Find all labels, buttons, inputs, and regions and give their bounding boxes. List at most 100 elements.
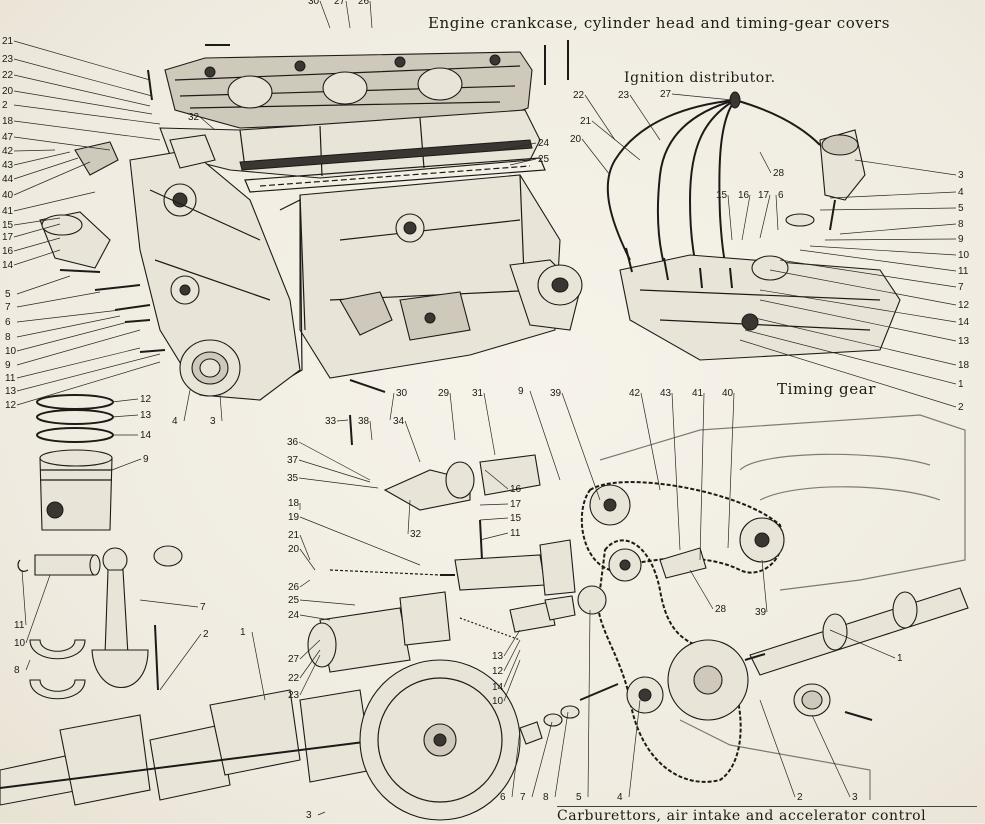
callout-leader bbox=[839, 223, 957, 235]
bush-and-bolt bbox=[793, 683, 873, 721]
callout-number: 7 bbox=[200, 602, 206, 613]
callout-leader bbox=[483, 392, 496, 456]
callout-leader bbox=[479, 532, 509, 541]
callout-number: 28 bbox=[715, 604, 727, 615]
callout-leader bbox=[345, 0, 351, 29]
callout-number: 7 bbox=[958, 282, 964, 293]
callout-leader bbox=[336, 419, 349, 422]
engine-ghost-outline bbox=[599, 414, 966, 800]
callout-number: 14 bbox=[958, 317, 970, 328]
callout-leader bbox=[13, 120, 161, 141]
callout-number: 6 bbox=[778, 190, 784, 201]
callout-leader bbox=[369, 0, 373, 29]
callout-leader bbox=[111, 398, 139, 403]
callout-leader bbox=[13, 217, 61, 226]
callout-leader bbox=[13, 157, 79, 180]
callout-leader bbox=[199, 116, 216, 131]
callout-number: 9 bbox=[958, 234, 964, 245]
callout-leader bbox=[739, 339, 957, 408]
callout-number: 21 bbox=[288, 530, 300, 541]
ignition-cables bbox=[606, 91, 821, 279]
callout-leader bbox=[509, 158, 537, 166]
callout-leader bbox=[404, 420, 421, 463]
callout-number: 14 bbox=[140, 430, 152, 441]
callout-number: 24 bbox=[538, 138, 550, 149]
callout-leader bbox=[16, 275, 71, 295]
callout-number: 22 bbox=[288, 673, 300, 684]
callout-number: 2 bbox=[797, 792, 803, 803]
callout-leader bbox=[529, 390, 561, 481]
sprocket-fixings bbox=[519, 547, 707, 745]
cylinder-head-with-plugs bbox=[619, 247, 901, 361]
callout-leader bbox=[829, 191, 957, 199]
callout-leader bbox=[741, 194, 751, 241]
callout-number: 27 bbox=[334, 0, 346, 7]
callout-number: 20 bbox=[2, 86, 14, 97]
callout-number: 2 bbox=[203, 629, 209, 640]
callout-leader bbox=[503, 629, 521, 657]
callout-number: 42 bbox=[629, 388, 641, 399]
callout-leader bbox=[824, 238, 957, 241]
callout-leader bbox=[13, 58, 153, 97]
callout-leader bbox=[819, 207, 957, 211]
callout-leader bbox=[744, 329, 957, 385]
callout-number: 20 bbox=[570, 134, 582, 145]
callout-number: 16 bbox=[510, 484, 522, 495]
callout-leader bbox=[511, 729, 521, 798]
callout-number: 42 bbox=[2, 146, 14, 157]
crankcase-block bbox=[279, 174, 561, 381]
callout-leader bbox=[298, 441, 371, 481]
callout-leader bbox=[769, 269, 957, 306]
studs-and-bolts bbox=[59, 40, 569, 446]
callout-leader bbox=[503, 649, 521, 688]
callout-number: 1 bbox=[958, 379, 964, 390]
callout-number: 21 bbox=[580, 116, 592, 127]
callout-leader bbox=[809, 245, 957, 256]
callout-leader bbox=[299, 654, 321, 696]
callout-leader bbox=[16, 315, 121, 338]
connecting-rod bbox=[91, 545, 183, 691]
tensioner-assembly bbox=[383, 454, 541, 561]
bearing-shells bbox=[29, 639, 86, 700]
callout-leader bbox=[499, 142, 537, 151]
callout-number: 43 bbox=[660, 388, 672, 399]
callout-number: 4 bbox=[617, 792, 623, 803]
callout-number: 14 bbox=[492, 682, 504, 693]
callout-number: 26 bbox=[288, 582, 300, 593]
callout-number: 3 bbox=[306, 810, 312, 821]
callout-leader bbox=[389, 392, 395, 421]
callout-leader bbox=[671, 93, 733, 101]
callout-leader bbox=[754, 317, 957, 366]
callout-leader bbox=[16, 291, 101, 308]
callout-number: 25 bbox=[538, 154, 550, 165]
callout-leader bbox=[299, 599, 356, 606]
callout-leader bbox=[759, 151, 772, 174]
callout-leader bbox=[640, 392, 661, 491]
callout-number: 43 bbox=[2, 160, 14, 171]
callout-number: 47 bbox=[2, 132, 14, 143]
callout-number: 9 bbox=[5, 360, 11, 371]
callout-leader bbox=[449, 392, 456, 441]
callout-leader bbox=[111, 414, 139, 418]
callout-leader bbox=[628, 699, 641, 798]
callout-number: 8 bbox=[5, 332, 11, 343]
callout-number: 23 bbox=[2, 54, 14, 65]
oil-pump bbox=[307, 591, 451, 673]
callout-number: 30 bbox=[396, 388, 408, 399]
timing-cover bbox=[129, 149, 301, 401]
callout-number: 5 bbox=[576, 792, 582, 803]
callout-leader bbox=[531, 721, 553, 798]
callout-number: 1 bbox=[897, 653, 903, 664]
callout-number: 7 bbox=[5, 302, 11, 313]
callout-number: 13 bbox=[492, 651, 504, 662]
callout-leader bbox=[319, 0, 331, 29]
callout-leader bbox=[13, 249, 61, 266]
water-pump-housing bbox=[509, 259, 583, 331]
callout-number: 41 bbox=[692, 388, 704, 399]
callout-number: 14 bbox=[2, 260, 14, 271]
distributor-body bbox=[785, 129, 866, 231]
callout-leader bbox=[581, 138, 611, 176]
callout-number: 13 bbox=[140, 410, 152, 421]
callout-number: 33 bbox=[325, 416, 337, 427]
